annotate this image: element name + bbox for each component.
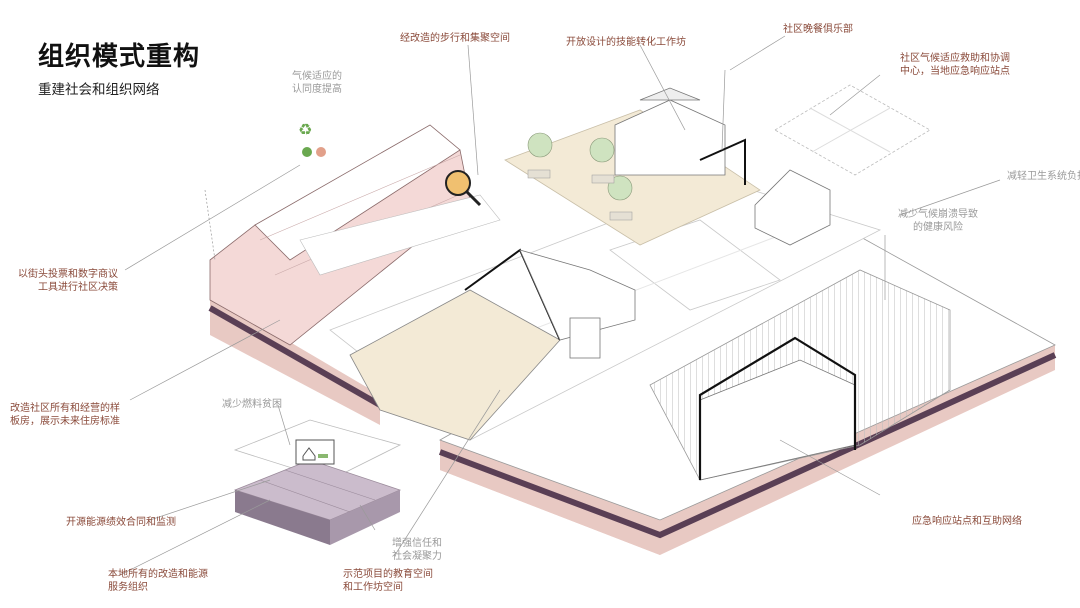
label-energy-contract: 开源能源绩效合同和监测 xyxy=(66,517,176,528)
label-community-decision: 以街头投票和数字商议工具进行社区决策 xyxy=(18,269,118,293)
label-reduce-health-risk: 减少气候崩溃导致的健康风险 xyxy=(898,209,978,233)
emergency-hall xyxy=(649,269,951,481)
ground-slab-left xyxy=(208,295,382,425)
page-title: 组织模式重构 xyxy=(38,42,201,72)
page-subtitle: 重建社会和组织网络 xyxy=(38,82,160,98)
label-local-service-org: 本地所有的改造和能源服务组织 xyxy=(108,569,208,593)
plaza xyxy=(504,109,761,246)
label-open-design-workshop: 开放设计的技能转化工作坊 xyxy=(566,37,686,48)
house-monitor-icon xyxy=(295,439,335,465)
svg-text:♻: ♻ xyxy=(298,120,312,139)
label-community-supper-club: 社区晚餐俱乐部 xyxy=(783,24,853,35)
check-icon xyxy=(302,147,326,157)
label-trust-cohesion: 增强信任和社会凝聚力 xyxy=(392,538,442,562)
label-model-house: 改造社区所有和经营的样板房，展示未来住房标准 xyxy=(10,403,120,427)
aid-center-floor xyxy=(774,84,931,176)
label-reduce-fuel-poverty: 减少燃料贫困 xyxy=(222,399,282,410)
energy-grid xyxy=(233,419,402,545)
label-demo-education-space: 示范项目的教育空间和工作坊空间 xyxy=(343,569,433,593)
label-climate-awareness: 气候适应的认同度提高 xyxy=(292,71,342,95)
magnifier-icon xyxy=(445,170,482,207)
label-reduce-health-burden: 减轻卫生系统负担 xyxy=(1007,171,1080,182)
label-streetscape-paths: 经改造的步行和集聚空间 xyxy=(400,33,510,44)
model-house xyxy=(349,248,636,441)
workshop-building xyxy=(614,87,746,185)
terrace-houses xyxy=(209,124,501,346)
label-climate-aid-center: 社区气候适应救助和协调中心，当地应急响应站点 xyxy=(900,53,1010,77)
supper-club-house xyxy=(754,169,831,246)
label-emergency-network: 应急响应站点和互助网络 xyxy=(912,516,1022,527)
leader-lines xyxy=(119,35,1001,576)
recycle-icon: ♻ xyxy=(298,120,312,139)
